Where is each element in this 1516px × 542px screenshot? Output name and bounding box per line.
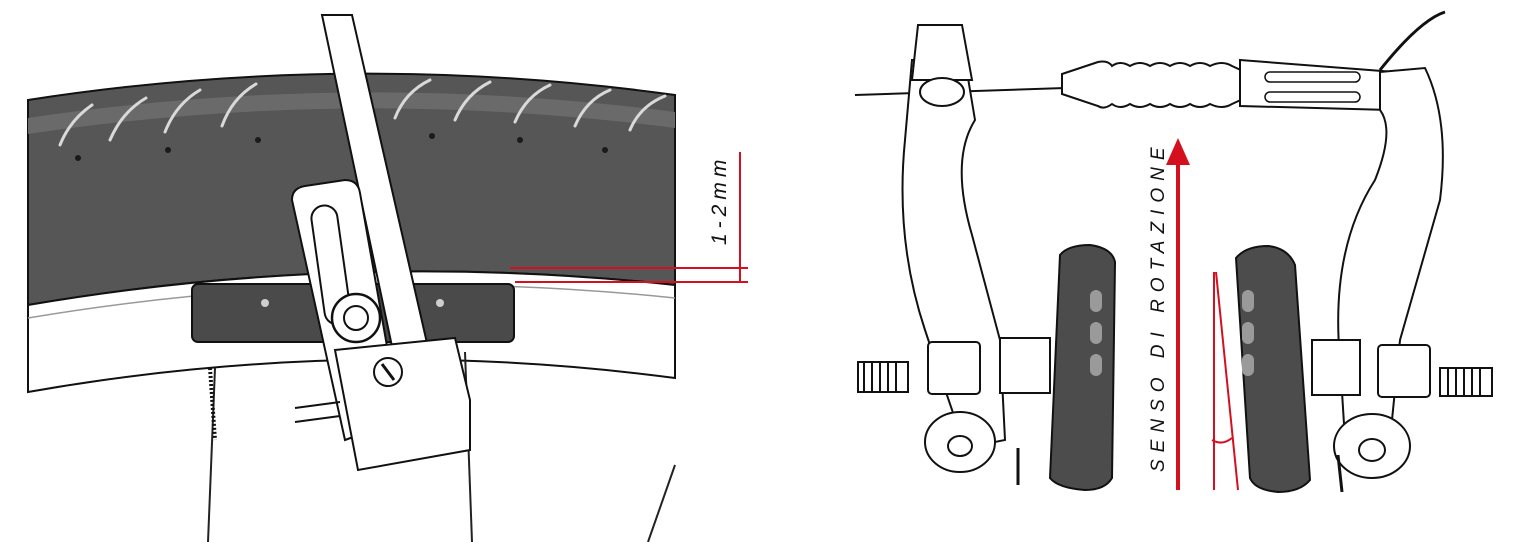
left-pad-nut [927,341,981,395]
pad-hole [261,299,269,307]
left-arm-top [910,24,974,81]
pad-hole [436,299,444,307]
gap-measure-lines [510,152,748,283]
right-brake-pad [1234,244,1312,494]
screw-slot [380,363,396,381]
tire-tread-cuts [58,78,667,147]
gap-label: 1-2mm [708,154,731,245]
rotation-direction-arrow [1166,138,1190,490]
spring-pin [1016,448,1344,493]
toe-in-angle [1211,271,1239,491]
left-tension-screw [857,361,909,393]
cable-boot [1061,60,1246,109]
wheel-closeup-illustration [27,14,748,542]
rotation-direction-label: SENSO DI ROTAZIONE [1148,140,1169,472]
right-pad-nut [1377,344,1431,398]
spring-pins [294,401,341,423]
tire-tread-dots [75,133,608,161]
spoke-nipple [208,367,217,441]
left-brake-pad [1048,243,1117,492]
v-brake-illustration [854,10,1493,494]
bolt-core [343,305,369,331]
tire-tread-band [28,92,675,134]
cable-housing [1378,10,1446,71]
cable-anchor [919,77,965,107]
lower-bracket [333,336,471,472]
